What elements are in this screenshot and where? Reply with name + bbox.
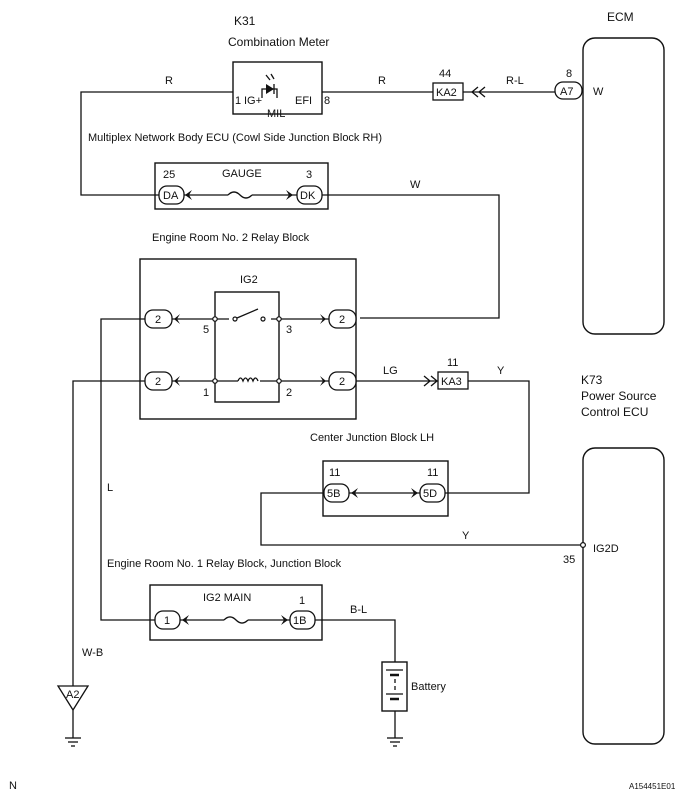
dk-pin: 3	[306, 169, 312, 181]
ecm-title: ECM	[607, 10, 634, 24]
ecm-wire-w: W	[593, 86, 604, 98]
ig2-main-label: IG2 MAIN	[203, 592, 251, 604]
relay2-conn-left-bot-label: 2	[155, 376, 161, 388]
relay-block-2-box	[139, 258, 357, 420]
wire-r-left	[80, 91, 233, 196]
relay-block-1-box	[149, 584, 323, 641]
ig2d-pin: IG2D	[593, 543, 619, 555]
wire-y-top	[430, 380, 530, 494]
5d-label: 5D	[423, 488, 437, 500]
power-ecu-line1: Power Source	[581, 389, 657, 403]
relay-pin-3: 3	[286, 324, 292, 336]
wire-w-b-label: W-B	[82, 647, 103, 659]
battery-label: Battery	[411, 681, 446, 693]
ka2-label: KA2	[436, 87, 457, 99]
a2-label: A2	[66, 689, 79, 701]
relay-block-1-name: Engine Room No. 1 Relay Block, Junction …	[107, 558, 342, 570]
meter-pin-ig-num: 1	[235, 95, 241, 107]
relay-block-2-name: Engine Room No. 2 Relay Block	[152, 232, 310, 244]
relay-coil-icon	[237, 376, 260, 386]
wire-l-label: L	[107, 482, 113, 494]
battery-icon	[386, 669, 403, 701]
ka3-chevron-icon	[423, 375, 439, 387]
body-ecu-name: Multiplex Network Body ECU (Cowl Side Ju…	[88, 132, 382, 144]
center-jb-link	[349, 488, 420, 498]
a2-ground-icon	[65, 737, 81, 747]
wire-l	[100, 318, 155, 621]
ig2d-terminal	[579, 541, 586, 548]
wire-lg-label: LG	[383, 365, 398, 377]
relay-pin-5: 5	[203, 324, 209, 336]
ig2d-pin-num: 35	[563, 554, 575, 566]
ig2-main-fuse-icon	[180, 615, 290, 625]
1b-pin: 1	[299, 595, 305, 607]
relay-switch-icon	[229, 308, 271, 324]
wire-b-l	[315, 619, 396, 662]
relay2-conn-right-bot-label: 2	[339, 376, 345, 388]
center-jb-box	[322, 460, 449, 517]
wire-w-gauge-label: W	[410, 179, 421, 191]
battery-ground-icon	[387, 737, 403, 747]
combination-meter-box	[232, 61, 323, 115]
footer-left: N	[9, 780, 17, 792]
wire-y-bottom-label: Y	[462, 530, 470, 542]
center-jb-name: Center Junction Block LH	[310, 432, 434, 444]
wire-r-l-label: R-L	[506, 75, 524, 87]
meter-code: K31	[234, 14, 256, 28]
5d-pin: 11	[427, 467, 438, 479]
ka2-pin: 44	[439, 68, 451, 80]
5b-label: 5B	[327, 488, 340, 500]
relay-pin-1: 1	[203, 387, 209, 399]
dk-label: DK	[300, 190, 316, 202]
meter-pin-efi-num: 8	[324, 95, 330, 107]
power-ecu-box	[582, 447, 665, 745]
wire-w-gauge	[322, 194, 500, 319]
footer-figure-id: A154451E01	[629, 782, 676, 791]
a7-connector	[554, 81, 583, 100]
ka3-pin: 11	[447, 357, 458, 369]
mil-label: MIL	[267, 108, 285, 120]
body-ecu-box	[154, 162, 329, 210]
ig2-main-left-label: 1	[164, 615, 170, 627]
relay2-conn-right-top-label: 2	[339, 314, 345, 326]
gauge-fuse-icon	[184, 190, 297, 200]
ig2-relay-label: IG2	[240, 274, 258, 286]
1b-label: 1B	[293, 615, 306, 627]
power-ecu-line2: Control ECU	[581, 405, 648, 419]
ka2-chevron-icon	[470, 86, 486, 98]
da-pin: 25	[163, 169, 175, 181]
ig2-relay-box	[214, 291, 280, 403]
relay-pin-2: 2	[286, 387, 292, 399]
ecm-box	[582, 37, 665, 335]
da-label: DA	[163, 190, 179, 202]
wire-r-left-label: R	[165, 75, 173, 87]
relay-internal-wiring	[172, 314, 329, 386]
wire-y-top-label: Y	[497, 365, 505, 377]
a2-ground-triangle-icon	[56, 685, 90, 712]
a7-label: A7	[560, 86, 573, 98]
meter-pin-efi: EFI	[295, 95, 312, 107]
gauge-fuse-label: GAUGE	[222, 168, 262, 180]
mil-led-icon	[261, 73, 278, 98]
ecm-pin-num: 8	[566, 68, 572, 80]
power-ecu-code: K73	[581, 373, 603, 387]
5b-pin: 11	[329, 467, 340, 479]
meter-name: Combination Meter	[228, 35, 329, 49]
wire-r-right-label: R	[378, 75, 386, 87]
wire-b-l-label: B-L	[350, 604, 367, 616]
wire-w-b	[72, 380, 145, 686]
ka3-label: KA3	[441, 376, 462, 388]
relay2-conn-left-top-label: 2	[155, 314, 161, 326]
relay-junction-dots	[212, 316, 282, 384]
wire-y-bottom	[260, 492, 581, 546]
meter-pin-ig: IG+	[244, 95, 262, 107]
